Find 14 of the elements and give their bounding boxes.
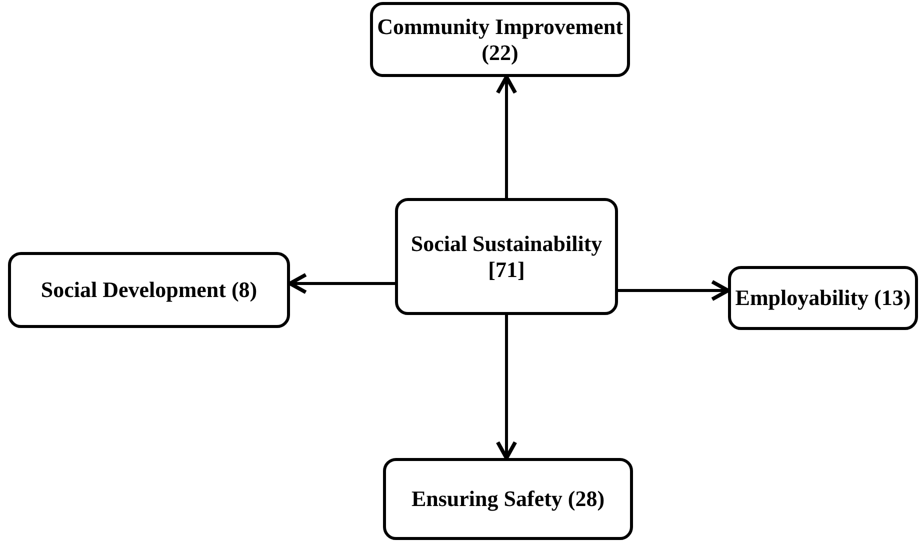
rounded-box bbox=[370, 2, 630, 77]
box-label: Ensuring Safety (28) bbox=[411, 486, 605, 512]
box-label: Community Improvement (22) bbox=[376, 14, 624, 65]
rounded-box bbox=[728, 266, 918, 330]
box-label: Social Sustainability [71] bbox=[410, 231, 604, 282]
arrow bbox=[496, 315, 518, 460]
rounded-box bbox=[8, 252, 290, 328]
arrow bbox=[618, 280, 730, 302]
rounded-box bbox=[383, 458, 633, 540]
arrow bbox=[288, 272, 395, 294]
box-label: Employability (13) bbox=[735, 285, 911, 311]
arrow bbox=[496, 75, 518, 198]
rounded-box bbox=[395, 198, 618, 315]
box-label: Social Development (8) bbox=[40, 277, 258, 303]
